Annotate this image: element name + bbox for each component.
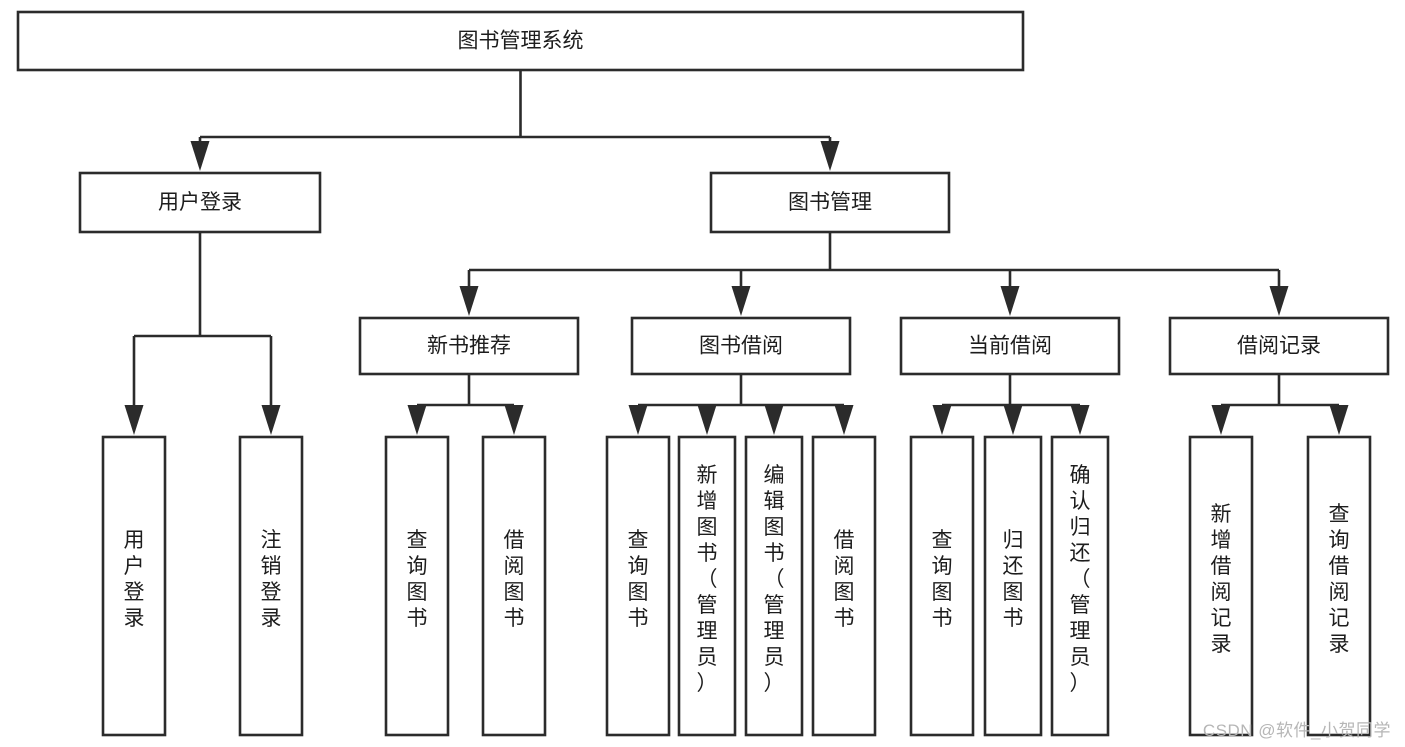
node-label: 确认归还（管理员） bbox=[1070, 464, 1091, 695]
node-book-manage[interactable]: 图书管理 bbox=[709, 171, 951, 234]
node-box[interactable] bbox=[983, 435, 1043, 737]
node-leaf-query-book-current[interactable]: 查询图书 bbox=[909, 435, 975, 737]
arrow-head-icon bbox=[1269, 286, 1289, 316]
connector-group-user-login bbox=[124, 232, 281, 435]
arrow-head-icon bbox=[731, 286, 751, 316]
nodes-layer: 图书管理系统用户登录图书管理新书推荐图书借阅当前借阅借阅记录用户登录注销登录查询… bbox=[16, 10, 1390, 737]
node-box[interactable] bbox=[78, 171, 322, 234]
node-label: 借阅图书 bbox=[504, 529, 525, 630]
node-leaf-confirm-return-admin[interactable]: 确认归还（管理员） bbox=[1050, 435, 1110, 737]
arrow-head-icon bbox=[764, 405, 784, 435]
node-box[interactable] bbox=[909, 435, 975, 737]
node-borrow-record[interactable]: 借阅记录 bbox=[1168, 316, 1390, 376]
node-label: 注销登录 bbox=[261, 529, 282, 630]
node-box[interactable] bbox=[744, 435, 804, 737]
node-box[interactable] bbox=[384, 435, 450, 737]
connector-group-new-book-recommend bbox=[407, 374, 524, 435]
node-leaf-edit-book-admin[interactable]: 编辑图书（管理员） bbox=[744, 435, 804, 737]
node-label: 新增借阅记录 bbox=[1211, 503, 1232, 656]
arrow-head-icon bbox=[628, 405, 648, 435]
node-box[interactable] bbox=[481, 435, 547, 737]
node-new-book-recommend[interactable]: 新书推荐 bbox=[358, 316, 580, 376]
node-label: 查询借阅记录 bbox=[1329, 503, 1350, 656]
node-label: 图书管理 bbox=[788, 191, 872, 214]
arrow-head-icon bbox=[261, 405, 281, 435]
node-leaf-user-login[interactable]: 用户登录 bbox=[101, 435, 167, 737]
arrow-head-icon bbox=[1070, 405, 1090, 435]
connector-group-current-borrow bbox=[932, 374, 1090, 435]
node-box[interactable] bbox=[1306, 435, 1372, 737]
edges-layer bbox=[124, 70, 1349, 435]
arrow-head-icon bbox=[1329, 405, 1349, 435]
arrow-head-icon bbox=[504, 405, 524, 435]
arrow-head-icon bbox=[834, 405, 854, 435]
arrow-head-icon bbox=[820, 141, 840, 171]
node-label: 查询图书 bbox=[628, 529, 649, 630]
arrow-head-icon bbox=[459, 286, 479, 316]
arrow-head-icon bbox=[124, 405, 144, 435]
arrow-head-icon bbox=[932, 405, 952, 435]
node-box[interactable] bbox=[238, 435, 304, 737]
node-label: 当前借阅 bbox=[968, 335, 1052, 358]
node-box[interactable] bbox=[630, 316, 852, 376]
node-leaf-add-borrow-record[interactable]: 新增借阅记录 bbox=[1188, 435, 1254, 737]
node-label: 图书管理系统 bbox=[458, 30, 584, 53]
node-label: 用户登录 bbox=[124, 529, 145, 630]
node-user-login[interactable]: 用户登录 bbox=[78, 171, 322, 234]
node-leaf-borrow-book[interactable]: 借阅图书 bbox=[811, 435, 877, 737]
arrow-head-icon bbox=[1211, 405, 1231, 435]
node-label: 借阅图书 bbox=[834, 529, 855, 630]
node-box[interactable] bbox=[605, 435, 671, 737]
connector-group-book-borrow bbox=[628, 374, 854, 435]
node-box[interactable] bbox=[677, 435, 737, 737]
connector-group-borrow-record bbox=[1211, 374, 1349, 435]
node-current-borrow[interactable]: 当前借阅 bbox=[899, 316, 1121, 376]
node-label: 图书借阅 bbox=[699, 335, 783, 358]
node-leaf-query-book-rec[interactable]: 查询图书 bbox=[384, 435, 450, 737]
node-label: 查询图书 bbox=[407, 529, 428, 630]
arrow-head-icon bbox=[190, 141, 210, 171]
node-leaf-add-book-admin[interactable]: 新增图书（管理员） bbox=[677, 435, 737, 737]
arrow-head-icon bbox=[1003, 405, 1023, 435]
connector-group-book-manage bbox=[459, 232, 1289, 316]
node-box[interactable] bbox=[16, 10, 1025, 72]
node-label: 借阅记录 bbox=[1237, 335, 1321, 358]
node-label: 归还图书 bbox=[1003, 529, 1024, 630]
node-box[interactable] bbox=[1168, 316, 1390, 376]
arrow-head-icon bbox=[407, 405, 427, 435]
node-box[interactable] bbox=[358, 316, 580, 376]
node-label: 查询图书 bbox=[932, 529, 953, 630]
node-root[interactable]: 图书管理系统 bbox=[16, 10, 1025, 72]
node-leaf-logout[interactable]: 注销登录 bbox=[238, 435, 304, 737]
node-label: 新书推荐 bbox=[427, 335, 511, 358]
node-box[interactable] bbox=[811, 435, 877, 737]
node-leaf-query-borrow-record[interactable]: 查询借阅记录 bbox=[1306, 435, 1372, 737]
node-label: 编辑图书（管理员） bbox=[764, 464, 785, 695]
arrow-head-icon bbox=[697, 405, 717, 435]
node-book-borrow[interactable]: 图书借阅 bbox=[630, 316, 852, 376]
node-box[interactable] bbox=[101, 435, 167, 737]
node-leaf-query-book-borrow[interactable]: 查询图书 bbox=[605, 435, 671, 737]
connector-group-root bbox=[190, 70, 840, 171]
node-leaf-borrow-book-rec[interactable]: 借阅图书 bbox=[481, 435, 547, 737]
node-box[interactable] bbox=[1188, 435, 1254, 737]
node-box[interactable] bbox=[709, 171, 951, 234]
arrow-head-icon bbox=[1000, 286, 1020, 316]
node-leaf-return-book[interactable]: 归还图书 bbox=[983, 435, 1043, 737]
node-label: 新增图书（管理员） bbox=[697, 464, 718, 695]
node-label: 用户登录 bbox=[158, 191, 242, 214]
node-box[interactable] bbox=[899, 316, 1121, 376]
node-box[interactable] bbox=[1050, 435, 1110, 737]
